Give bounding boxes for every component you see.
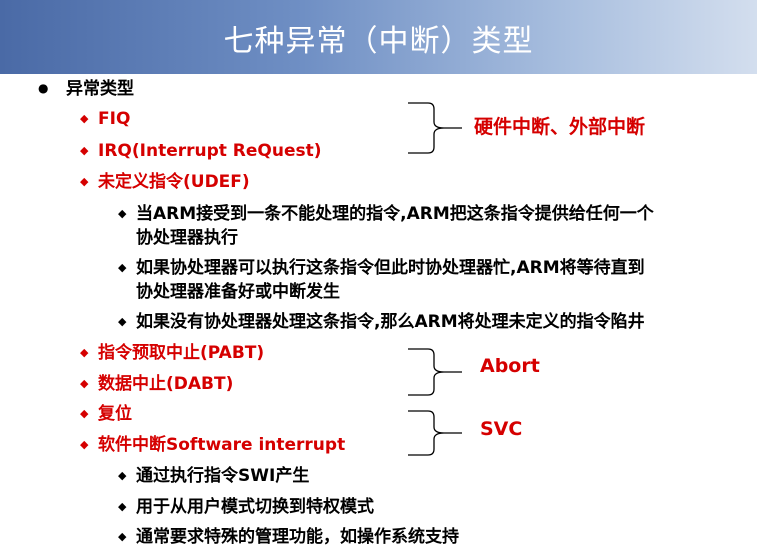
heading-item: ● 异常类型 xyxy=(38,77,134,100)
diamond-bullet-icon: ◆ xyxy=(80,438,89,451)
annotation-interrupts: 硬件中断、外部中断 xyxy=(474,116,646,138)
list-item-irq: ◆ IRQ(Interrupt ReQuest) xyxy=(80,140,322,162)
list-item-swi-sub1: ◆ 通过执行指令SWI产生 xyxy=(118,465,309,487)
item-label: 数据中止(DABT) xyxy=(98,374,234,394)
list-item-fiq: ◆ FIQ xyxy=(80,108,130,130)
diamond-bullet-icon: ◆ xyxy=(118,207,127,220)
item-label: 用于从用户模式切换到特权模式 xyxy=(136,497,374,517)
slide-title: 七种异常（中断）类型 xyxy=(223,24,534,59)
round-bullet-icon: ● xyxy=(38,81,49,95)
list-item-swi-sub2: ◆ 用于从用户模式切换到特权模式 xyxy=(118,496,374,518)
item-label: 复位 xyxy=(98,404,132,424)
right-brace-icon xyxy=(408,102,462,154)
item-label: 未定义指令(UDEF) xyxy=(98,172,250,192)
item-label: FIQ xyxy=(98,109,131,129)
list-item-udef-sub2: ◆ 如果协处理器可以执行这条指令但此时协处理器忙,ARM将等待直到 xyxy=(118,257,645,279)
item-label: 软件中断Software interrupt xyxy=(98,435,346,455)
list-item-udef-sub3: ◆ 如果没有协处理器处理这条指令,那么ARM将处理未定义的指令陷井 xyxy=(118,311,645,333)
diamond-bullet-icon: ◆ xyxy=(118,469,127,482)
diamond-bullet-icon: ◆ xyxy=(118,315,127,328)
list-item-udef-sub1-cont: 协处理器执行 xyxy=(136,228,238,248)
diamond-bullet-icon: ◆ xyxy=(80,175,89,188)
diamond-bullet-icon: ◆ xyxy=(118,530,127,543)
diamond-bullet-icon: ◆ xyxy=(80,377,89,390)
list-item-reset: ◆ 复位 xyxy=(80,403,132,425)
right-brace-icon xyxy=(408,410,462,456)
list-item-udef: ◆ 未定义指令(UDEF) xyxy=(80,171,250,193)
list-item-swi: ◆ 软件中断Software interrupt xyxy=(80,434,345,456)
right-brace-icon xyxy=(408,348,462,396)
item-label: IRQ(Interrupt ReQuest) xyxy=(98,141,322,161)
diamond-bullet-icon: ◆ xyxy=(80,346,89,359)
diamond-bullet-icon: ◆ xyxy=(118,261,127,274)
list-item-udef-sub2-cont: 协处理器准备好或中断发生 xyxy=(136,282,340,302)
item-label: 如果协处理器可以执行这条指令但此时协处理器忙,ARM将等待直到 xyxy=(136,258,645,278)
item-label: 如果没有协处理器处理这条指令,那么ARM将处理未定义的指令陷井 xyxy=(136,312,645,332)
list-item-udef-sub1: ◆ 当ARM接受到一条不能处理的指令,ARM把这条指令提供给任何一个 xyxy=(118,203,654,225)
annotation-abort: Abort xyxy=(480,355,540,377)
annotation-svc: SVC xyxy=(480,418,523,440)
title-bar: 七种异常（中断）类型 xyxy=(0,0,757,74)
list-item-swi-sub3: ◆ 通常要求特殊的管理功能，如操作系统支持 xyxy=(118,526,459,548)
item-label: 指令预取中止(PABT) xyxy=(98,343,265,363)
list-item-dabt: ◆ 数据中止(DABT) xyxy=(80,373,233,395)
diamond-bullet-icon: ◆ xyxy=(80,144,89,157)
diamond-bullet-icon: ◆ xyxy=(80,407,89,420)
item-label: 当ARM接受到一条不能处理的指令,ARM把这条指令提供给任何一个 xyxy=(136,204,654,224)
item-label: 通过执行指令SWI产生 xyxy=(136,466,310,486)
list-item-pabt: ◆ 指令预取中止(PABT) xyxy=(80,342,264,364)
diamond-bullet-icon: ◆ xyxy=(118,500,127,513)
diamond-bullet-icon: ◆ xyxy=(80,112,89,125)
item-label: 通常要求特殊的管理功能，如操作系统支持 xyxy=(136,527,459,547)
heading-text: 异常类型 xyxy=(66,79,134,99)
